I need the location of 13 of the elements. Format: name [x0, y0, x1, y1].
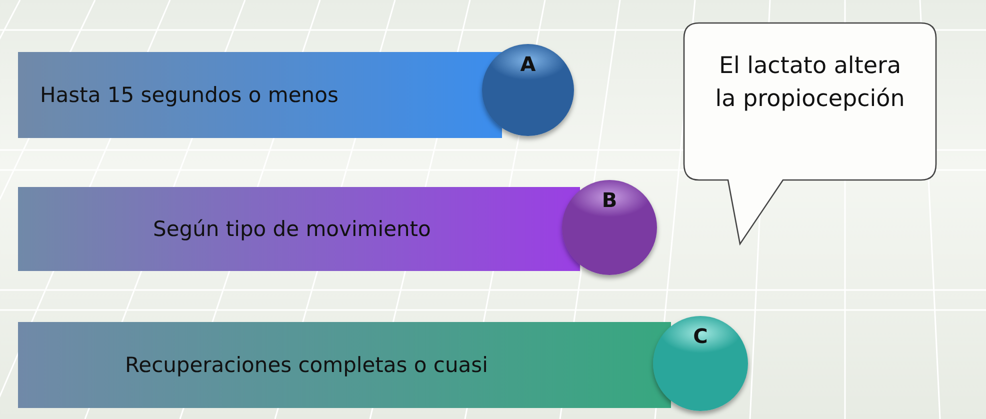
- gradient-bar: [18, 187, 580, 271]
- bar-text: Hasta 15 segundos o menos: [40, 83, 338, 107]
- sphere: [562, 180, 657, 275]
- sphere: [653, 316, 748, 411]
- bubble-text: El lactato altera la propiocepción: [714, 52, 906, 114]
- sphere-letter: B: [600, 188, 618, 212]
- sphere-letter: A: [519, 52, 537, 76]
- bar-text: Según tipo de movimiento: [153, 217, 431, 241]
- sphere: [482, 44, 574, 136]
- bar-text: Recuperaciones completas o cuasi: [125, 353, 488, 377]
- gradient-bar: [18, 322, 671, 408]
- gradient-bar: [18, 52, 502, 138]
- sphere-letter: C: [692, 324, 709, 348]
